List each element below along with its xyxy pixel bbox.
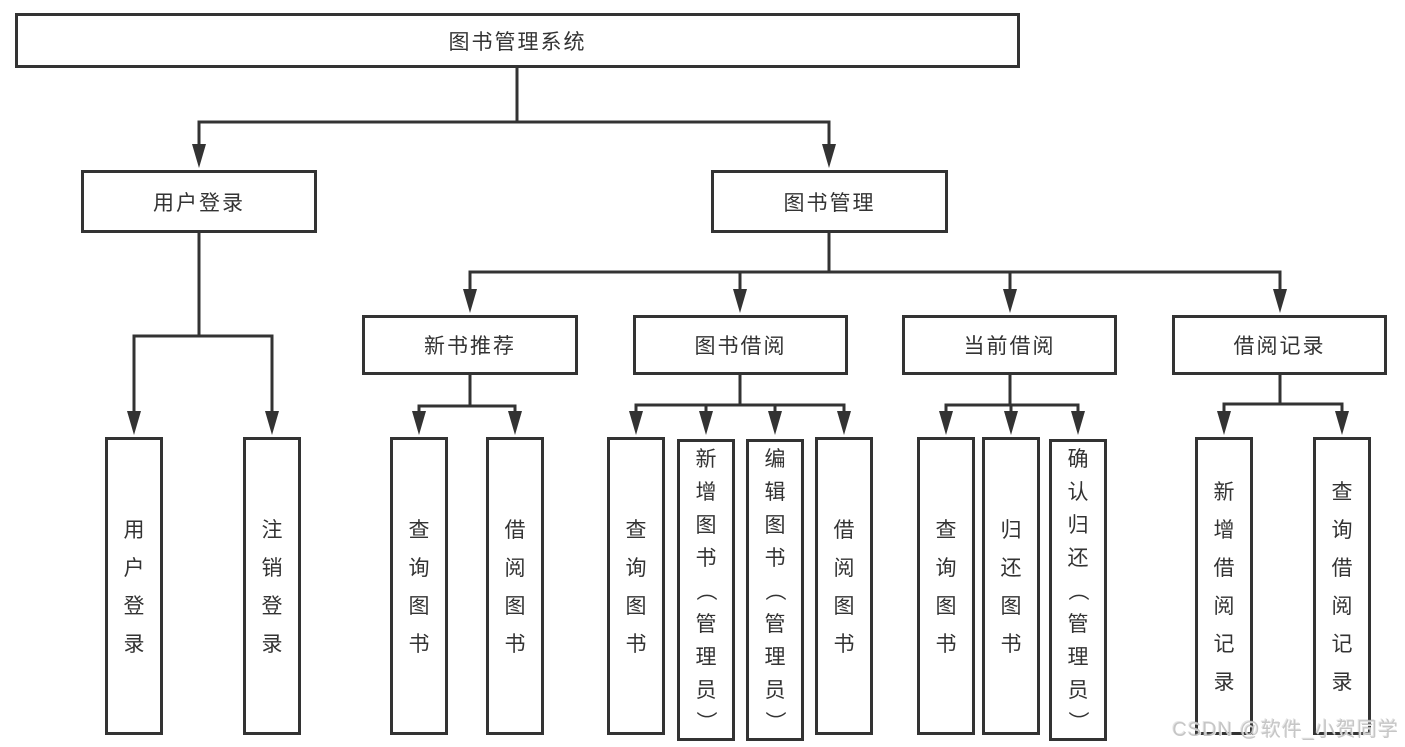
arrowhead-down-icon (822, 144, 836, 168)
leaf-borrow-books-borrowing: 借阅图书 (815, 437, 873, 735)
connector-line (417, 373, 517, 421)
leaf-add-book-admin-label: 新增图书（管理员） (693, 448, 717, 733)
arrowhead-down-icon (733, 289, 747, 313)
node-borrowing-records: 借阅记录 (1172, 315, 1387, 375)
leaf-query-books-borrowing: 查询图书 (607, 437, 665, 735)
leaf-add-book-admin: 新增图书（管理员） (677, 439, 735, 741)
arrowhead-down-icon (127, 411, 141, 435)
node-book-management: 图书管理 (711, 170, 948, 233)
leaf-borrow-books-borrowing-label: 借阅图书 (833, 519, 855, 656)
connector-line (468, 231, 1282, 299)
arrowhead-down-icon (1273, 289, 1287, 313)
connector-line (634, 373, 846, 421)
arrowhead-down-icon (629, 411, 643, 435)
leaf-logout: 注销登录 (243, 437, 301, 735)
leaf-edit-book-admin-label: 编辑图书（管理员） (762, 448, 786, 733)
node-borrowing-records-label: 借阅记录 (1233, 335, 1326, 358)
arrowhead-down-icon (192, 144, 206, 168)
node-user-login: 用户登录 (81, 170, 317, 233)
leaf-confirm-return-admin-label: 确认归还（管理员） (1065, 448, 1089, 733)
node-book-management-label: 图书管理 (783, 191, 876, 215)
arrowhead-down-icon (508, 411, 522, 435)
arrowhead-down-icon (412, 411, 426, 435)
node-book-borrowing-label: 图书借阅 (694, 335, 787, 358)
arrowhead-down-icon (768, 411, 782, 435)
arrowhead-down-icon (265, 411, 279, 435)
connector-line (1222, 373, 1344, 421)
leaf-edit-book-admin: 编辑图书（管理员） (746, 439, 804, 741)
leaf-borrow-books-recommend-label: 借阅图书 (504, 519, 526, 656)
leaf-user-login: 用户登录 (105, 437, 163, 735)
leaf-borrow-books-recommend: 借阅图书 (486, 437, 544, 735)
arrowhead-down-icon (1004, 411, 1018, 435)
arrowhead-down-icon (1003, 289, 1017, 313)
node-library-management-system-label: 图书管理系统 (448, 30, 587, 54)
leaf-query-books-current: 查询图书 (917, 437, 975, 735)
leaf-add-borrow-record: 新增借阅记录 (1195, 437, 1253, 735)
arrowhead-down-icon (1217, 411, 1231, 435)
connector-line (132, 231, 274, 421)
arrowhead-down-icon (1335, 411, 1349, 435)
leaf-query-books-current-label: 查询图书 (935, 519, 957, 656)
node-current-borrowing: 当前借阅 (902, 315, 1117, 375)
leaf-add-borrow-record-label: 新增借阅记录 (1213, 481, 1235, 694)
node-current-borrowing-label: 当前借阅 (963, 335, 1056, 358)
leaf-query-borrow-record-label: 查询借阅记录 (1331, 481, 1353, 694)
leaf-query-books-borrowing-label: 查询图书 (625, 519, 647, 656)
leaf-query-books-recommend: 查询图书 (390, 437, 448, 735)
node-user-login-label: 用户登录 (153, 191, 245, 215)
csdn-watermark: CSDN @软件_小贺同学 (1172, 719, 1399, 741)
leaf-logout-label: 注销登录 (261, 519, 283, 656)
leaf-return-books-label: 归还图书 (1000, 519, 1022, 656)
arrowhead-down-icon (939, 411, 953, 435)
leaf-return-books: 归还图书 (982, 437, 1040, 735)
connector-line (197, 66, 831, 154)
arrowhead-down-icon (1071, 411, 1085, 435)
leaf-query-borrow-record: 查询借阅记录 (1313, 437, 1371, 735)
arrowhead-down-icon (699, 411, 713, 435)
arrowhead-down-icon (837, 411, 851, 435)
node-library-management-system: 图书管理系统 (15, 13, 1020, 68)
leaf-confirm-return-admin: 确认归还（管理员） (1049, 439, 1107, 741)
node-new-book-recommendation-label: 新书推荐 (424, 335, 516, 358)
arrowhead-down-icon (463, 289, 477, 313)
leaf-query-books-recommend-label: 查询图书 (408, 519, 430, 656)
leaf-user-login-label: 用户登录 (123, 519, 145, 656)
node-book-borrowing: 图书借阅 (633, 315, 848, 375)
node-new-book-recommendation: 新书推荐 (362, 315, 578, 375)
